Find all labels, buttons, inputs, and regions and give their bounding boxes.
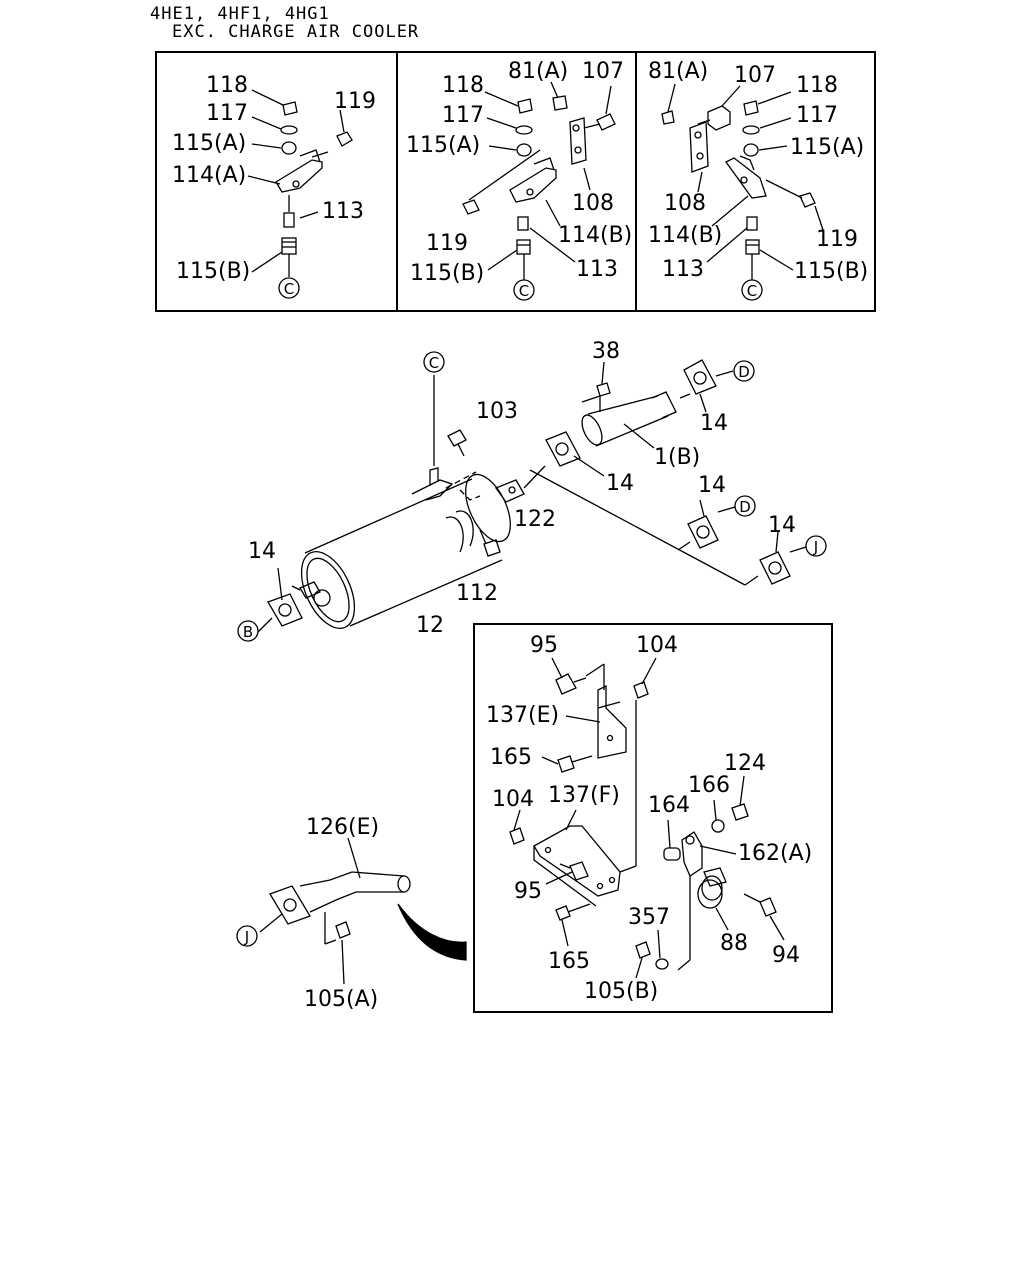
pipe-routing-j	[529, 469, 807, 586]
part-label-166: 166	[688, 773, 730, 798]
callout-c: C	[747, 282, 757, 300]
part-label-117: 117	[206, 101, 248, 126]
part-label-115b: 115(B)	[794, 259, 868, 284]
callout-d: D	[738, 363, 750, 381]
part-label-119: 119	[426, 231, 468, 256]
part-label-114b: 114(B)	[558, 223, 632, 248]
muffler-assembly	[257, 375, 546, 633]
part-label-103: 103	[476, 399, 518, 424]
part-label-118: 118	[442, 73, 484, 98]
part-label-115b: 115(B)	[410, 261, 484, 286]
part-label-112: 112	[456, 581, 498, 606]
callout-circle-c	[278, 277, 300, 299]
mount-variant-3	[661, 83, 824, 280]
part-label-119: 119	[334, 89, 376, 114]
part-label-165: 165	[490, 745, 532, 770]
part-label-115b: 115(B)	[176, 259, 250, 284]
part-label-124: 124	[724, 751, 766, 776]
callout-j: J	[244, 928, 249, 946]
callout-circle-d	[734, 495, 756, 517]
part-label-115a: 115(A)	[406, 133, 480, 158]
part-label-117: 117	[442, 103, 484, 128]
part-label-114b: 114(B)	[648, 223, 722, 248]
callout-d: D	[739, 498, 751, 516]
callout-c: C	[284, 280, 294, 298]
part-label-88: 88	[720, 931, 748, 956]
mount-detail-box	[155, 51, 876, 312]
callout-circle-c	[741, 279, 763, 301]
callout-circle-c	[423, 351, 445, 373]
callout-circle-j	[236, 925, 258, 947]
part-label-105a: 105(A)	[304, 987, 378, 1012]
callout-b: B	[243, 623, 253, 641]
part-label-95: 95	[530, 633, 558, 658]
part-label-95: 95	[514, 879, 542, 904]
part-label-104: 104	[492, 787, 534, 812]
callout-c: C	[519, 282, 529, 300]
part-label-14: 14	[248, 539, 276, 564]
part-label-14: 14	[698, 473, 726, 498]
part-label-115a: 115(A)	[172, 131, 246, 156]
part-label-119: 119	[816, 227, 858, 252]
part-label-118: 118	[206, 73, 248, 98]
part-label-114a: 114(A)	[172, 163, 246, 188]
part-label-113: 113	[576, 257, 618, 282]
header-engines: 4HE1, 4HF1, 4HG1	[150, 4, 330, 24]
callout-circle-c	[513, 279, 535, 301]
part-label-118: 118	[796, 73, 838, 98]
callout-j: J	[813, 538, 818, 556]
callout-circle-j	[805, 535, 827, 557]
part-label-165: 165	[548, 949, 590, 974]
mount-variant-1	[247, 89, 353, 277]
part-label-94: 94	[772, 943, 800, 968]
part-label-126e: 126(E)	[306, 815, 379, 840]
callout-circles	[236, 277, 827, 947]
pipe-126e	[259, 837, 467, 985]
part-label-137f: 137(F)	[548, 783, 620, 808]
part-label-38: 38	[592, 339, 620, 364]
callout-c: C	[429, 354, 439, 372]
part-label-81a: 81(A)	[508, 59, 568, 84]
part-label-162a: 162(A)	[738, 841, 812, 866]
callout-circle-d	[733, 360, 755, 382]
part-label-107: 107	[582, 59, 624, 84]
part-label-115a: 115(A)	[790, 135, 864, 160]
part-label-113: 113	[662, 257, 704, 282]
part-label-117: 117	[796, 103, 838, 128]
part-label-113: 113	[322, 199, 364, 224]
part-label-108: 108	[664, 191, 706, 216]
part-label-164: 164	[648, 793, 690, 818]
part-label-104: 104	[636, 633, 678, 658]
header-variant: EXC. CHARGE AIR COOLER	[172, 22, 420, 42]
part-label-122: 122	[514, 507, 556, 532]
part-label-14: 14	[768, 513, 796, 538]
mount-variant-2	[462, 81, 616, 280]
part-label-81a: 81(A)	[648, 59, 708, 84]
part-label-108: 108	[572, 191, 614, 216]
part-label-14: 14	[606, 471, 634, 496]
callout-circle-b	[237, 620, 259, 642]
part-label-107: 107	[734, 63, 776, 88]
part-label-105b: 105(B)	[584, 979, 658, 1004]
part-label-14: 14	[700, 411, 728, 436]
part-label-137e: 137(E)	[486, 703, 559, 728]
part-label-357: 357	[628, 905, 670, 930]
bracket-detail-box	[473, 623, 833, 1013]
part-label-1b: 1(B)	[654, 445, 700, 470]
part-label-12: 12	[416, 613, 444, 638]
pipe-1b	[545, 359, 734, 477]
